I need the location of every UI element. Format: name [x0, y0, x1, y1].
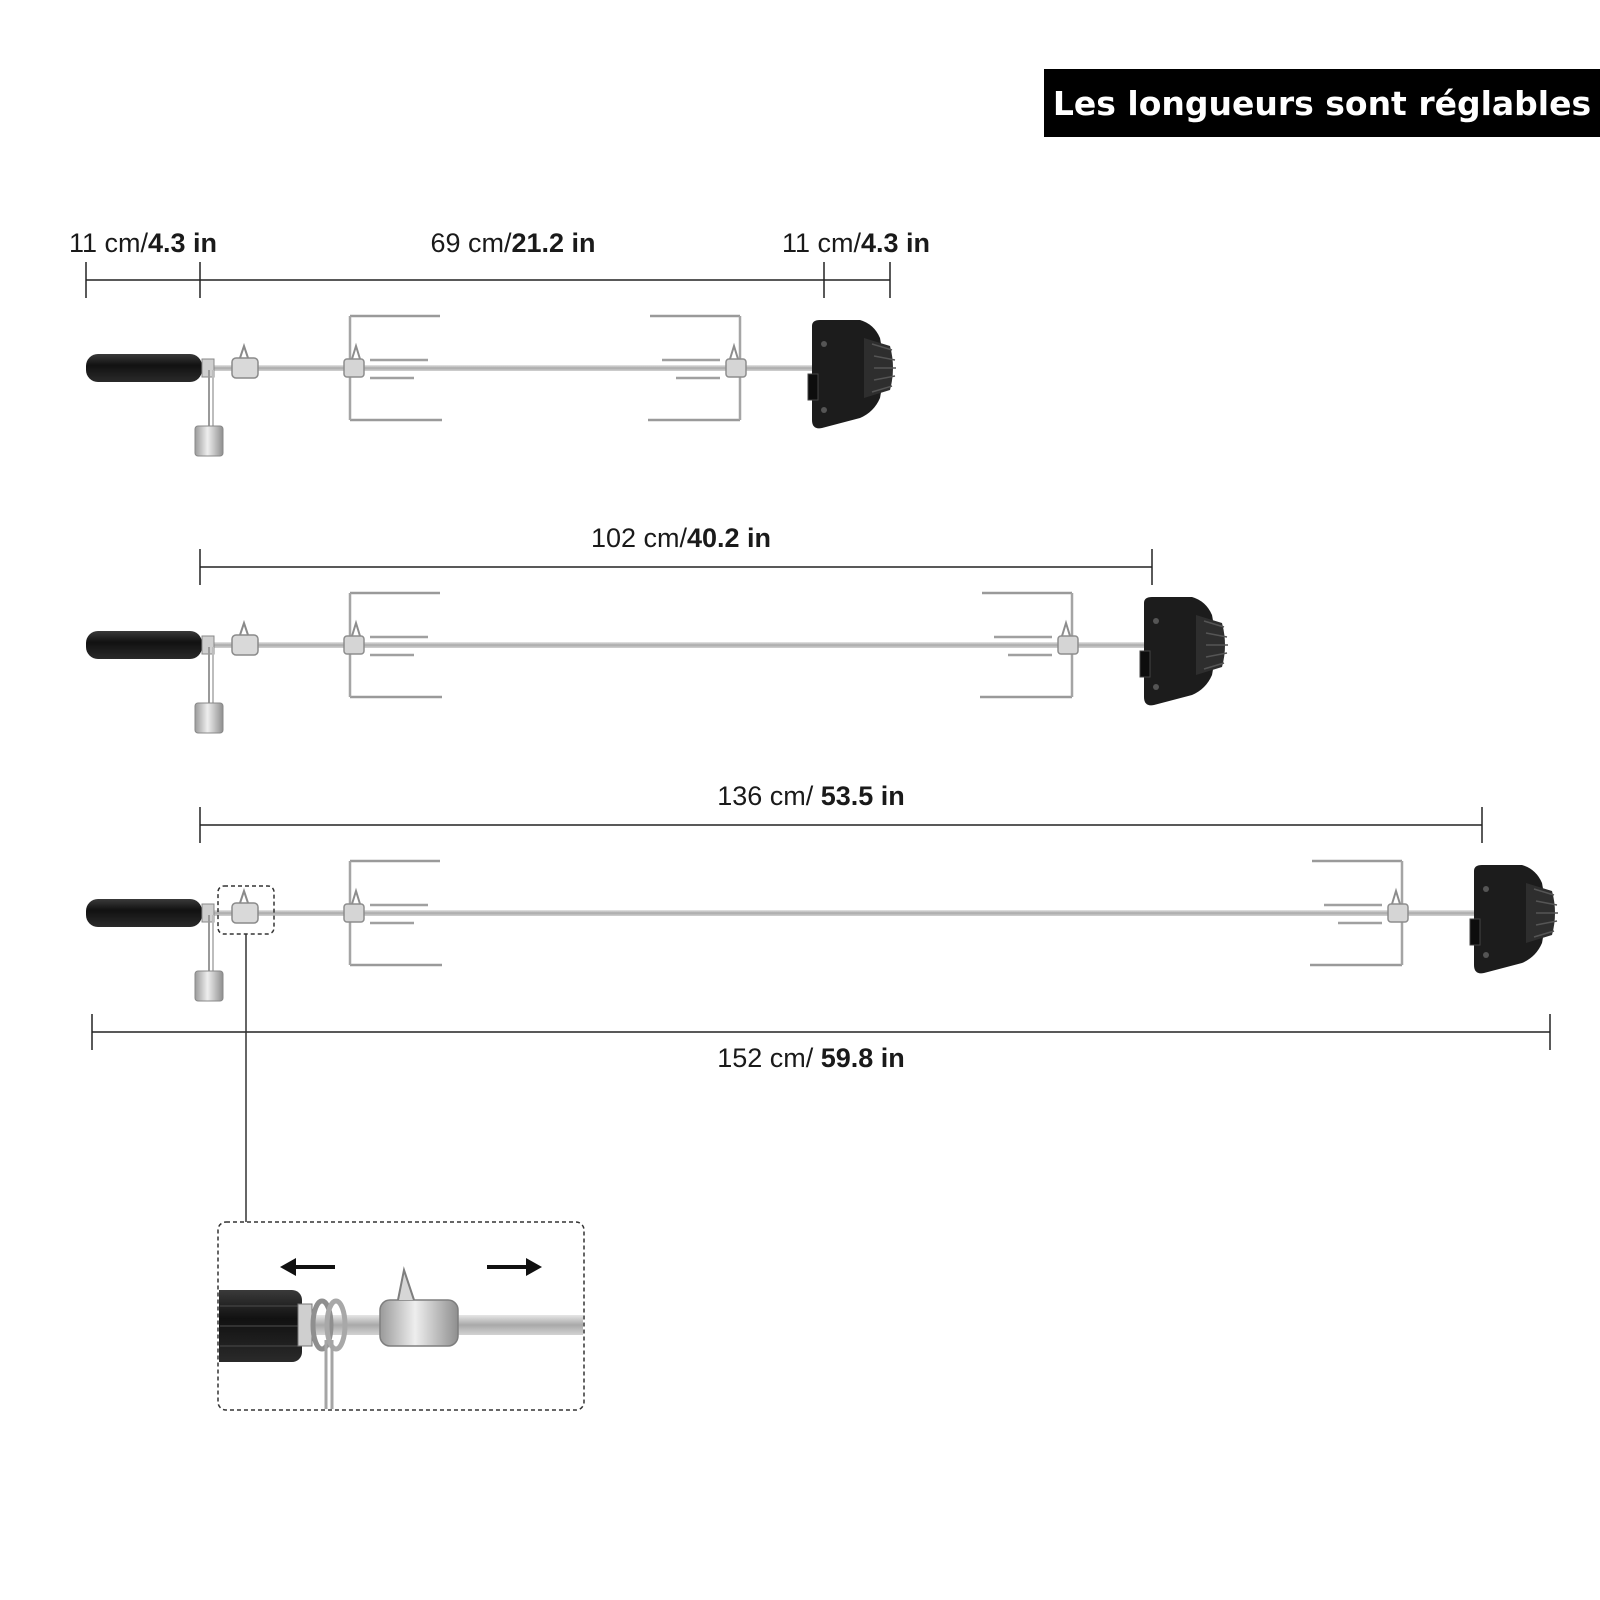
rotisserie-medium — [85, 591, 1229, 734]
dim-label-row3: 136 cm/ 53.5 in — [717, 781, 905, 811]
dim-label-row1-middle: 69 cm/21.2 in — [430, 228, 596, 258]
rotisserie-short — [85, 314, 897, 457]
arrow-right-icon — [487, 1258, 542, 1276]
arrow-left-icon — [280, 1258, 335, 1276]
row1-dimension-lines — [85, 262, 891, 298]
title-text: Les longueurs sont réglables — [1052, 83, 1592, 123]
dim-label-row2: 102 cm/40.2 in — [590, 523, 772, 553]
overall-dimension-line — [91, 1014, 1551, 1050]
row2-dimension-line — [199, 549, 1153, 585]
detail-inset — [217, 1221, 585, 1411]
dim-label-row1-left: 11 cm/4.3 in — [68, 228, 218, 258]
row3-dimension-line — [199, 807, 1483, 843]
title-banner: Les longueurs sont réglables — [1044, 69, 1600, 137]
dim-label-row1-right: 11 cm/4.3 in — [781, 228, 931, 258]
dim-label-overall: 152 cm/ 59.8 in — [717, 1043, 905, 1073]
rotisserie-long — [85, 859, 1559, 1002]
